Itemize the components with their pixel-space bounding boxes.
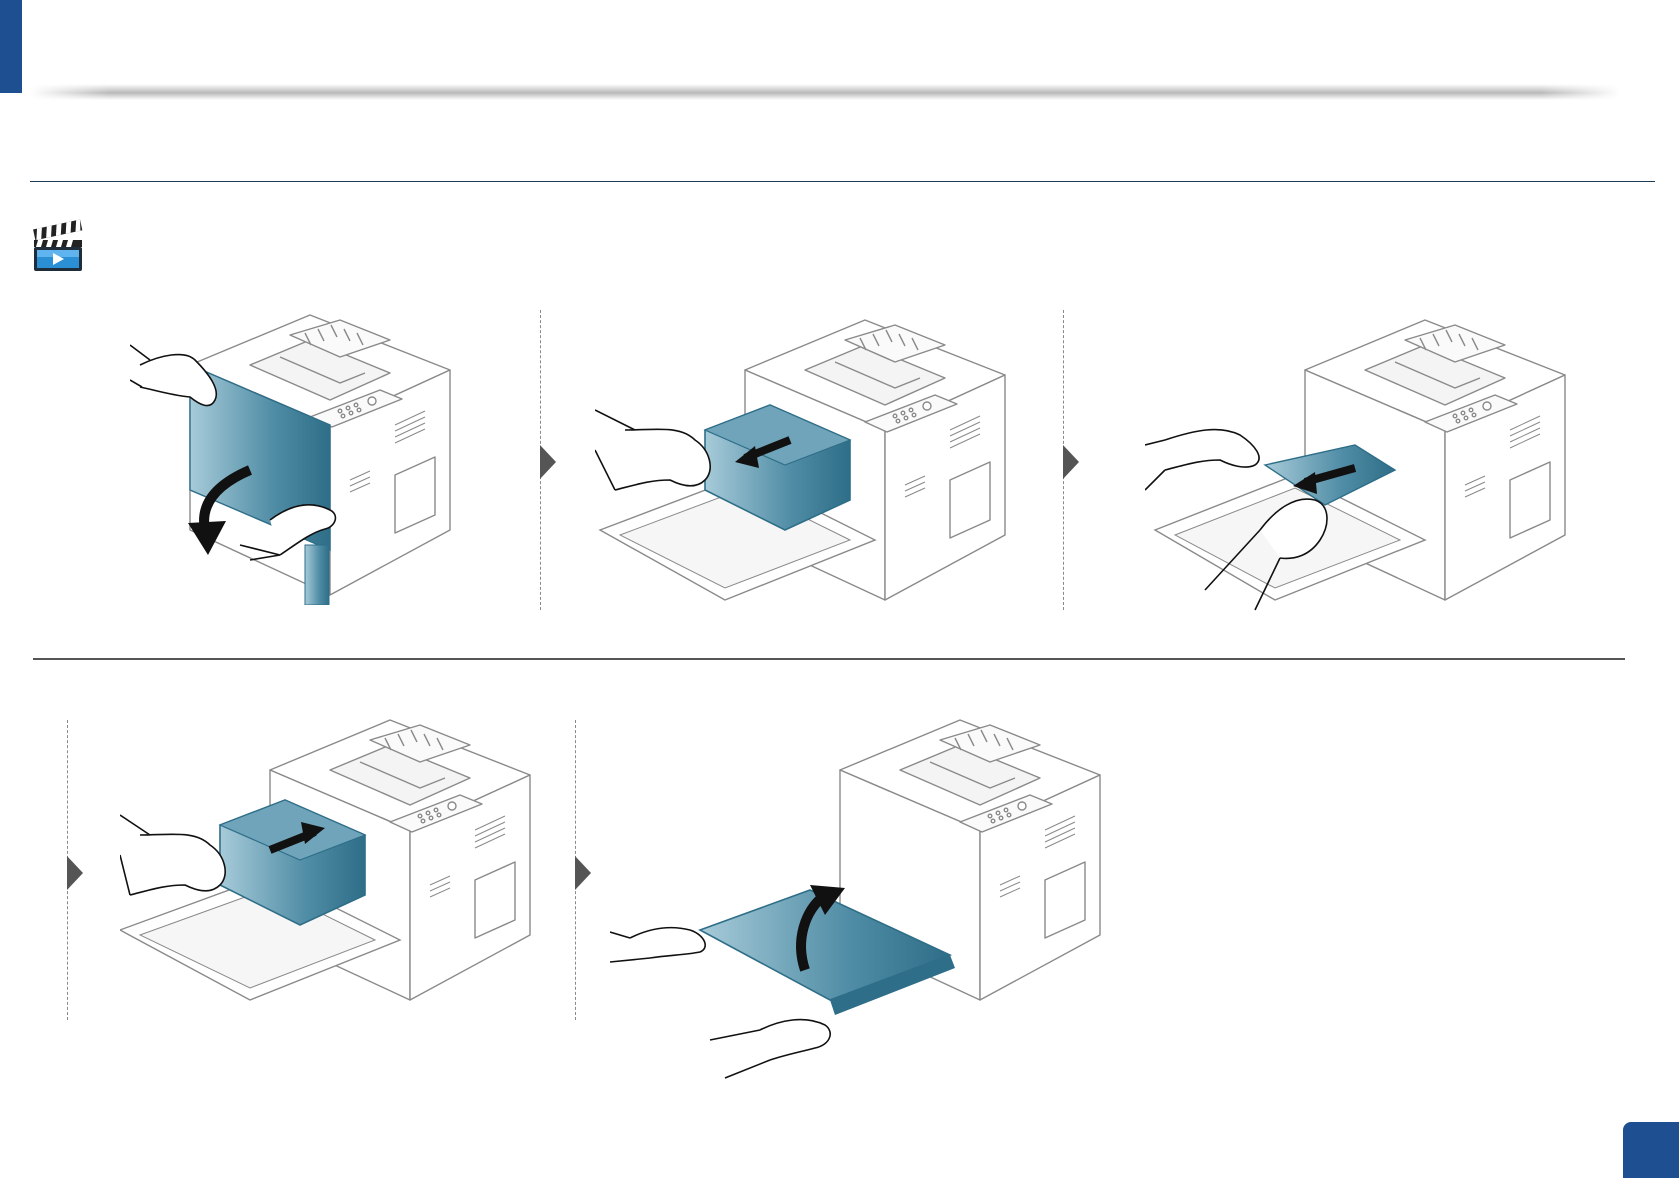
step-arrow-icon <box>575 856 591 890</box>
row-divider <box>33 658 1625 660</box>
header-shadow-bar <box>30 84 1620 100</box>
step-1-open-front-cover-illustration <box>130 305 490 605</box>
step-arrow-icon <box>540 445 556 479</box>
page-number-badge <box>1623 1122 1679 1178</box>
hand-icon <box>130 834 225 895</box>
step-4-reinsert-toner-illustration <box>120 700 560 1040</box>
step-5-close-front-cover-illustration <box>610 700 1130 1090</box>
step-arrow-icon <box>1063 445 1079 479</box>
hand-icon <box>760 1020 830 1060</box>
header-corner-tab <box>0 0 22 93</box>
hand-icon <box>1165 430 1259 470</box>
step-arrow-icon <box>67 856 83 890</box>
hand-icon <box>630 928 705 958</box>
section-rule <box>30 181 1655 182</box>
step-2-remove-toner-illustration <box>595 300 1035 640</box>
step-3-remove-jammed-paper-illustration <box>1145 300 1585 640</box>
video-clapperboard-icon[interactable] <box>30 218 86 274</box>
hand-icon <box>615 429 710 490</box>
